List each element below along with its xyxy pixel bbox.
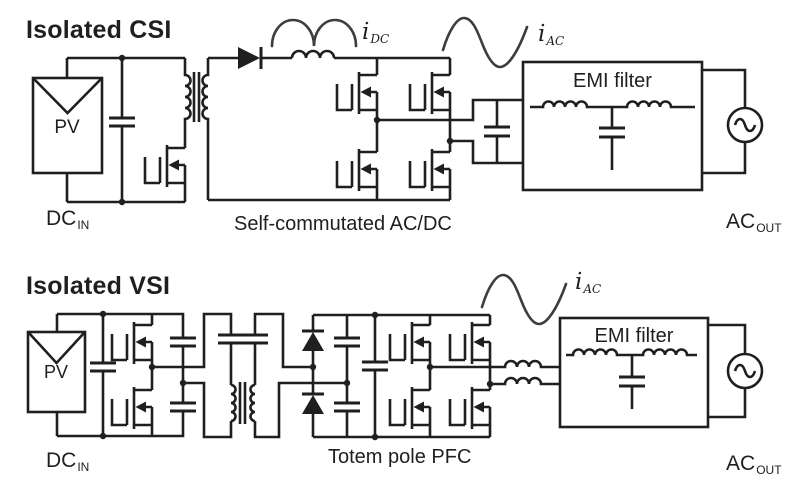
pv-panel-top xyxy=(31,58,104,202)
secondary-resonant-cap xyxy=(242,312,347,439)
vsi-title: Isolated VSI xyxy=(26,272,171,300)
output-capacitor-top xyxy=(377,98,523,165)
i-ac-label-bottom: iAC xyxy=(575,269,602,296)
csi-circuit xyxy=(31,16,764,206)
totem-left-leg xyxy=(388,315,434,437)
emi-filter-box-top xyxy=(521,60,704,192)
hbridge-right-leg xyxy=(408,58,454,200)
ac-current-wave-top xyxy=(441,16,529,69)
ac-out-label-top: ACOUT xyxy=(726,210,782,235)
emi-label-top: EMI filter xyxy=(573,70,652,92)
pv-label-bottom: PV xyxy=(43,362,68,382)
emi-filter-box-bottom xyxy=(558,316,710,429)
transformer-top xyxy=(183,58,210,200)
flyback-mosfet xyxy=(143,143,187,202)
rectified-current-wave xyxy=(270,18,358,48)
emi-label-bottom: EMI filter xyxy=(594,325,674,347)
primary-resonant-cap xyxy=(152,312,244,439)
ac-out-label-bottom: ACOUT xyxy=(726,452,782,477)
dc-link-capacitor xyxy=(362,311,388,441)
dc-link-inductor xyxy=(290,49,450,60)
ac-source-bottom xyxy=(708,323,764,419)
vsi-circuit xyxy=(26,273,764,441)
pfc-rails xyxy=(313,313,490,439)
pv-label-top: PV xyxy=(54,117,80,138)
rectifier-diode-leg xyxy=(302,315,324,437)
dc-in-label-bottom: DCIN xyxy=(46,449,90,474)
ac-current-wave-bottom xyxy=(480,273,568,326)
output-inductors xyxy=(430,359,560,386)
halfbridge-leg xyxy=(110,314,156,436)
i-ac-label-top: iAC xyxy=(538,21,565,48)
input-capacitor-top xyxy=(109,54,135,206)
dc-rails-bottom xyxy=(57,312,185,438)
ac-source-top xyxy=(702,68,764,175)
totem-right-leg xyxy=(448,315,494,437)
rectifier-cap-leg xyxy=(334,315,360,437)
hbridge-left-leg xyxy=(335,58,381,200)
i-dc-label: iDC xyxy=(362,19,390,46)
dc-in-label-top: DCIN xyxy=(46,207,90,232)
input-capacitor-bottom xyxy=(90,310,116,440)
csi-title: Isolated CSI xyxy=(26,16,172,44)
capacitor-divider xyxy=(170,336,196,413)
series-diode xyxy=(238,47,263,69)
stage-label-bottom: Totem pole PFC xyxy=(328,446,472,468)
transformer-bottom xyxy=(230,382,256,424)
pv-panel-bottom xyxy=(26,314,87,436)
stage-label-top: Self-commutated AC/DC xyxy=(234,213,452,235)
dc-rails-top xyxy=(67,56,185,204)
